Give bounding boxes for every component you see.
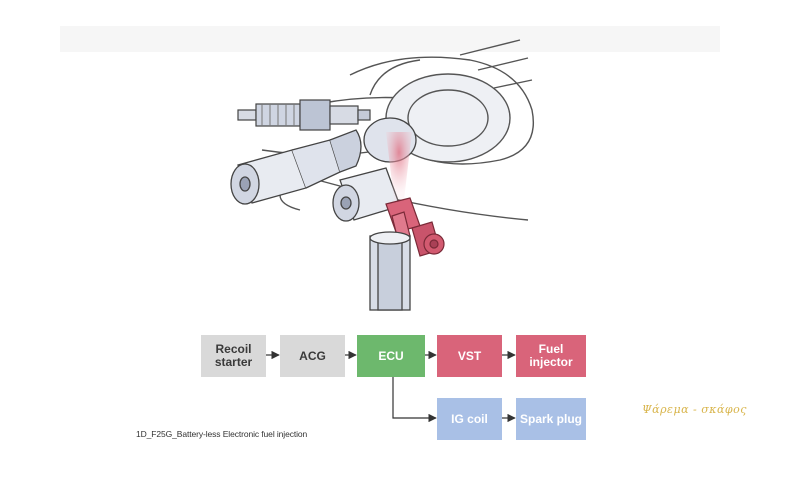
recoil-starter-block: Recoil starter	[201, 335, 266, 377]
crankcase-shading	[386, 74, 510, 162]
fuel-injector-part	[385, 197, 445, 257]
acg-block: ACG	[280, 335, 345, 377]
arrow-ecu-to-ig-coil	[392, 377, 437, 423]
intake-pipe	[369, 231, 411, 311]
spark-plug-part	[237, 99, 371, 131]
background-band	[60, 26, 720, 52]
ig-coil-block: IG coil	[437, 398, 502, 440]
fuel-injector-block: Fuel injector	[516, 335, 586, 377]
fuel-spray	[386, 132, 412, 200]
engine-illustration	[60, 26, 720, 311]
ecu-block: ECU	[357, 335, 425, 377]
ignition-coil-part	[230, 129, 362, 205]
watermark-text: Ψάρεμα - σκάφος	[642, 403, 747, 416]
figure-caption: 1D_F25G_Battery-less Electronic fuel inj…	[136, 429, 308, 439]
spark-plug-block: Spark plug	[516, 398, 586, 440]
vst-block: VST	[437, 335, 502, 377]
